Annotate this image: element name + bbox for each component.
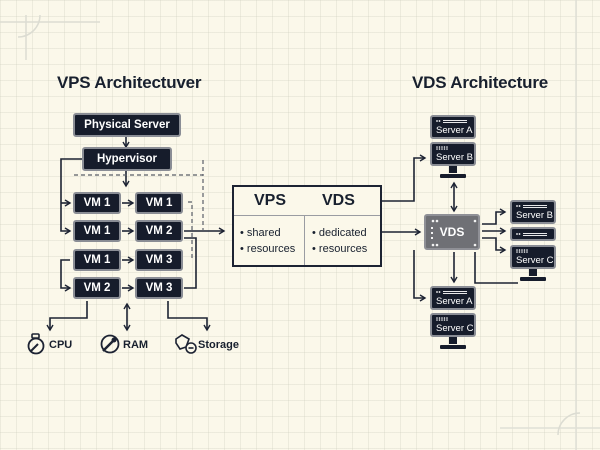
- physical-server-box: Physical Server: [73, 113, 181, 137]
- comparison-heading-vds: VDS: [322, 192, 355, 209]
- server-label: Server C: [516, 255, 554, 266]
- vds-architecture-title: VDS Architecture: [412, 73, 548, 92]
- server-label: Server B: [516, 210, 553, 221]
- server-label: Server A: [436, 296, 473, 307]
- monitor-stand-icon: [440, 166, 466, 178]
- vps-vds-comparison-table: VPS VDS • shared • resources • dedicated…: [232, 185, 382, 267]
- cpu-label: CPU: [49, 339, 73, 351]
- vm-box: VM 1: [73, 220, 121, 242]
- ram-label: RAM: [123, 339, 149, 351]
- vm-box: VM 2: [135, 220, 183, 242]
- vm-box: VM 1: [73, 249, 121, 271]
- bullet-item: • resources: [312, 243, 368, 255]
- storage-label: Storage: [198, 339, 239, 351]
- bullet-text: shared: [246, 227, 281, 239]
- vm-box: VM 2: [73, 277, 121, 299]
- server-strip-icon: [436, 291, 467, 294]
- comparison-heading-vps: VPS: [254, 192, 287, 209]
- server-strip-icon: [516, 233, 547, 236]
- bullet-text: resources: [318, 243, 368, 255]
- server-b-top: Server B: [430, 142, 476, 166]
- server-strip-icon: [516, 205, 547, 208]
- bullet-text: resources: [246, 243, 296, 255]
- hypervisor-box: Hypervisor: [82, 147, 172, 171]
- bullet-item: • resources: [240, 243, 296, 255]
- comparison-divider: [234, 215, 380, 216]
- monitor-stand-icon: [520, 269, 546, 281]
- storage-icon: [175, 334, 197, 354]
- vds-hub-node: VDS: [424, 214, 480, 250]
- server-strip-icon: [436, 146, 448, 150]
- vm-box: VM 3: [135, 249, 183, 271]
- server-a-bottom: Server A: [430, 286, 476, 310]
- server-a-top: Server A: [430, 115, 476, 139]
- vm-box: VM 3: [135, 277, 183, 299]
- server-strip-icon: [436, 120, 467, 123]
- cpu-gauge-icon: [27, 333, 45, 355]
- bullet-item: • shared: [240, 227, 281, 239]
- comparison-divider: [304, 215, 305, 265]
- bullet-text: dedicated: [318, 227, 367, 239]
- server-c-bottom: Server C: [430, 313, 476, 337]
- vm-box: VM 1: [135, 192, 183, 214]
- server-label: Server A: [436, 125, 473, 136]
- bullet-item: • dedicated: [312, 227, 367, 239]
- server-b-right: Server B: [510, 200, 556, 224]
- ram-gauge-icon: [100, 334, 120, 354]
- vm-box: VM 1: [73, 192, 121, 214]
- vds-hub-label: VDS: [439, 225, 465, 239]
- server-label: Server B: [436, 152, 473, 163]
- vps-bullets: • shared • resources: [240, 225, 295, 257]
- vps-architecture-title: VPS Architectuver: [57, 73, 202, 92]
- server-blank-right: [510, 227, 556, 241]
- server-label: Server C: [436, 323, 474, 334]
- server-strip-icon: [516, 249, 528, 253]
- vds-bullets: • dedicated • resources: [312, 225, 367, 257]
- server-c-right: Server C: [510, 245, 556, 269]
- hub-dots-icon: [431, 219, 477, 247]
- monitor-stand-icon: [440, 337, 466, 349]
- server-strip-icon: [436, 317, 448, 321]
